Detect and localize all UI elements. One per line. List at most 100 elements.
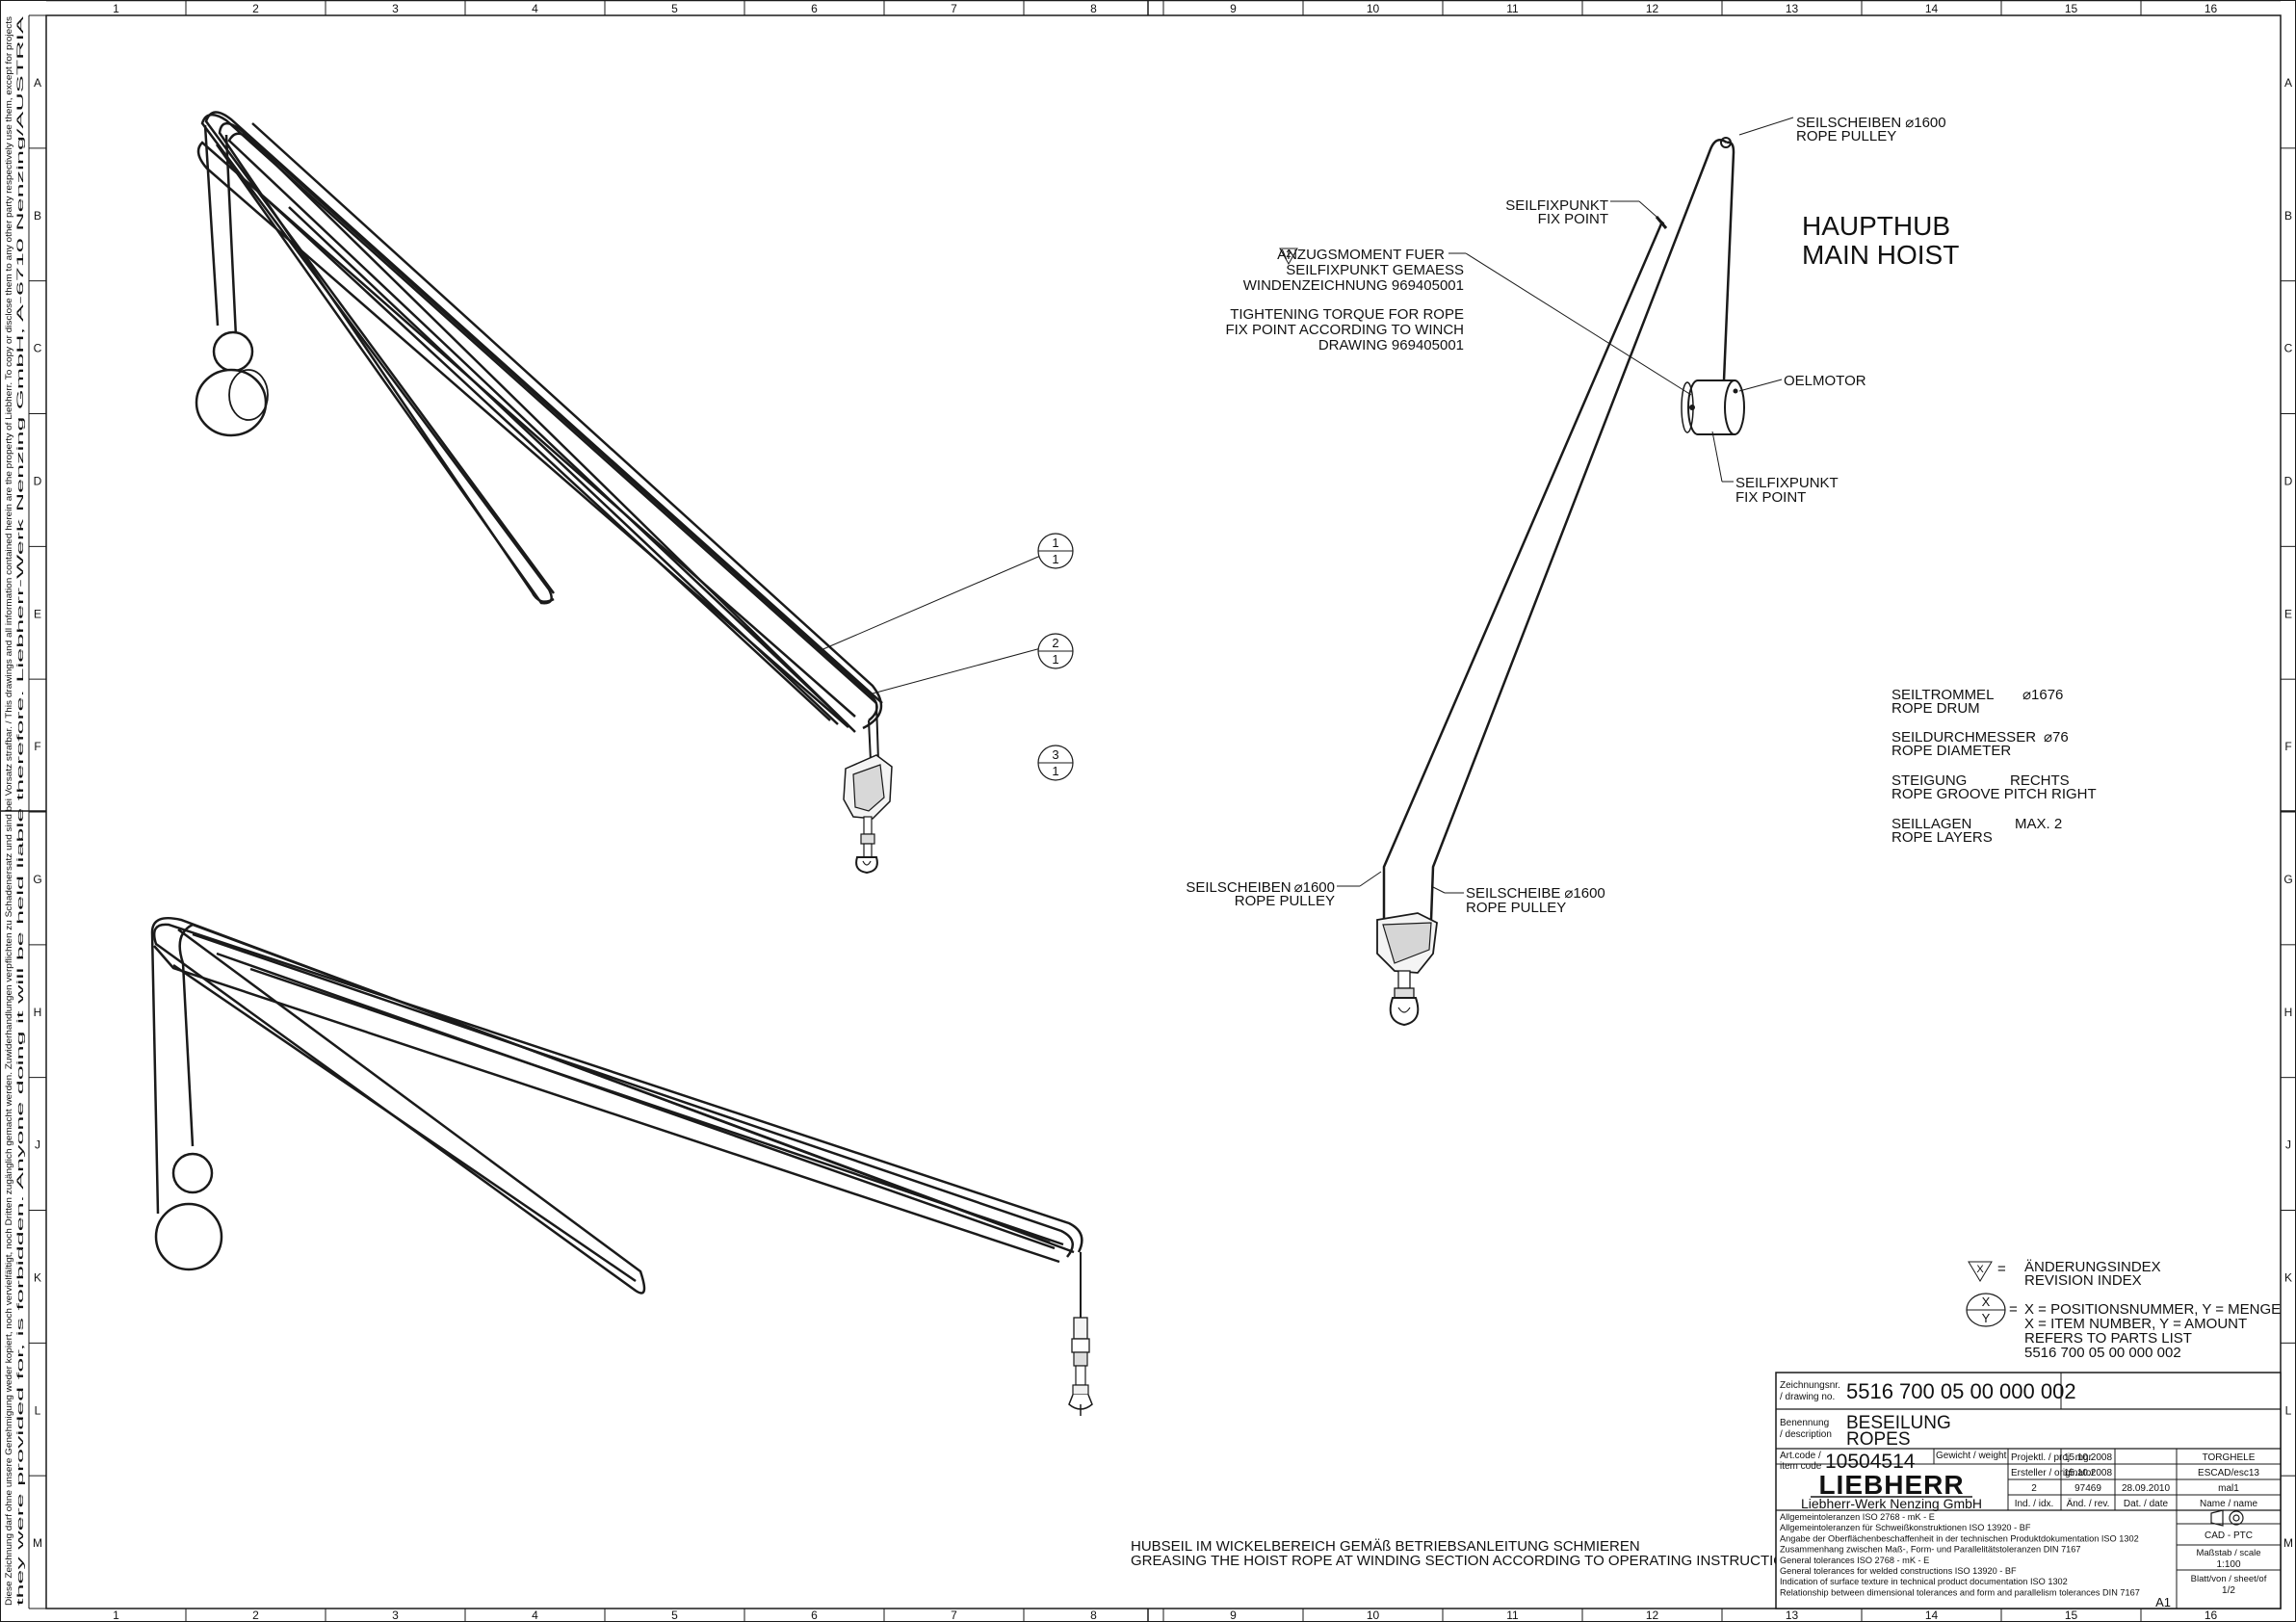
column-label: 13 [1786, 1609, 1799, 1622]
tb-drawing-no: 5516 700 05 00 000 002 [1846, 1379, 2076, 1403]
label-pulley-left-en: ROPE PULLEY [1235, 893, 1335, 909]
spec-diam-dim: ⌀76 [2044, 729, 2069, 746]
column-label: 14 [1925, 2, 1939, 15]
tb-scale-label: Maßstab / scale [2196, 1548, 2260, 1558]
row-label: E [2284, 607, 2292, 620]
column-label: 6 [811, 2, 818, 15]
torque-marker: 2 [1286, 249, 1292, 260]
diameter-icon: ⌀ [2044, 729, 2052, 746]
tb-sheet: 1/2 [2222, 1585, 2235, 1596]
legend-rev-de: ÄNDERUNGSINDEX [2024, 1259, 2161, 1275]
row-label: M [2283, 1536, 2293, 1550]
spec-diam-de: SEILDURCHMESSER [1892, 729, 2036, 746]
tb-format: A1 [2155, 1595, 2171, 1609]
label-fixpoint-top-de: SEILFIXPUNKT [1505, 197, 1608, 214]
label-fixpoint-drum-de: SEILFIXPUNKT [1735, 475, 1839, 491]
row-label: J [2285, 1138, 2291, 1152]
tb-tolerances: Allgemeintoleranzen ISO 2768 - mK - EAll… [1780, 1512, 2140, 1597]
drawing-labels: SEILSCHEIBEN⌀1600 ROPE PULLEY SEILFIXPUN… [1186, 115, 1945, 916]
balloon-1-item: 1 [1052, 536, 1058, 550]
legend-item-y: Y [1982, 1311, 1991, 1325]
revision-triangle-icon: X [1968, 1261, 1993, 1282]
balloon-2: 2 1 [1037, 633, 1074, 669]
row-label: M [33, 1536, 42, 1550]
column-label: 1 [113, 1609, 119, 1622]
tb-cad: CAD - PTC [2205, 1530, 2253, 1541]
tb-art-label-2: item code [1780, 1461, 1822, 1472]
spec-pitch-de: STEIGUNG [1892, 772, 1967, 789]
row-label: G [33, 873, 41, 886]
spec-drum-de: SEILTROMMEL [1892, 687, 1994, 703]
legend-item-x: X [1982, 1295, 1991, 1309]
tb-scale: 1:100 [2216, 1559, 2240, 1570]
tb-rev-index: 2 [2031, 1483, 2037, 1494]
row-label: C [2284, 342, 2293, 355]
note-de: HUBSEIL IM WICKELBEREICH GEMÄß BETRIEBSA… [1131, 1538, 1640, 1555]
tb-proj-name: TORGHELE [2203, 1452, 2256, 1463]
spec-layers-de: SEILLAGEN [1892, 816, 1971, 832]
row-label: L [2285, 1403, 2292, 1417]
balloon-2-qty: 1 [1052, 652, 1058, 667]
tb-proj-label: Projektl. / proj. mgr. [2011, 1452, 2094, 1463]
row-label: K [34, 1270, 41, 1284]
rope-view-main-hoist [1376, 137, 1745, 1027]
column-label: 8 [1090, 1609, 1097, 1622]
row-label: H [34, 1006, 42, 1019]
row-label: L [35, 1403, 41, 1417]
label-pulley-right-de: SEILSCHEIBE⌀1600 [1466, 885, 1605, 902]
row-label: F [34, 740, 40, 753]
symbol-legend: X = ÄNDERUNGSINDEX REVISION INDEX X Y = … [1966, 1259, 2281, 1361]
column-label: 3 [392, 1609, 399, 1622]
column-label: 12 [1646, 2, 1659, 15]
column-label: 15 [2065, 1609, 2078, 1622]
spec-drum-dim: ⌀1676 [2022, 687, 2063, 703]
tb-desc-label-2: / description [1780, 1429, 1832, 1440]
title-en: MAIN HOIST [1802, 240, 1959, 270]
copyright-notice-2: they were provided for, is forbidden. An… [15, 14, 26, 1606]
tb-orig-label: Ersteller / originator [2011, 1468, 2095, 1478]
tb-orig-date: 15.10.2008 [2064, 1468, 2112, 1478]
tb-hdr-date: Dat. / date [2124, 1499, 2169, 1509]
column-label: 2 [252, 2, 259, 15]
tb-art-code: 10504514 [1825, 1451, 1916, 1473]
revision-triangle-icon: 2 [1279, 248, 1298, 266]
spec-layers-en: ROPE LAYERS [1892, 829, 1993, 846]
spec-pitch-en: ROPE GROOVE PITCH [1892, 786, 2048, 802]
label-fixpoint-top-en: FIX POINT [1538, 211, 1608, 227]
diameter-icon: ⌀ [1564, 885, 1573, 902]
rope-view-upper-left [195, 111, 893, 874]
tb-art-label-1: Art.code / [1780, 1451, 1821, 1461]
column-label: 13 [1786, 2, 1799, 15]
diameter-icon: ⌀ [1905, 115, 1914, 131]
column-label: 10 [1367, 2, 1380, 15]
legend-rev-eq: = [1997, 1261, 2006, 1277]
column-label: 2 [252, 1609, 259, 1622]
column-label: 9 [1230, 2, 1237, 15]
legend-refers: REFERS TO PARTS LIST [2024, 1330, 2192, 1347]
column-label: 8 [1090, 2, 1097, 15]
tolerance-line: Zusammenhang zwischen Maß-, Form- und Pa… [1780, 1545, 2081, 1555]
title-de: HAUPTHUB [1802, 211, 1950, 241]
spec-pitch-en-val: RIGHT [2051, 786, 2097, 802]
column-label: 7 [951, 2, 957, 15]
tolerance-line: Relationship between dimensional toleran… [1780, 1587, 2140, 1597]
label-fixpoint-drum-en: FIX POINT [1735, 489, 1806, 506]
column-label: 11 [1506, 2, 1519, 15]
tb-hdr-index: Ind. / idx. [2015, 1499, 2054, 1509]
column-label: 6 [811, 1609, 818, 1622]
row-label: A [2284, 76, 2292, 90]
column-label: 16 [2205, 1609, 2218, 1622]
column-label: 5 [671, 1609, 678, 1622]
item-balloons: 1 1 2 1 3 1 [1037, 533, 1074, 781]
view-title: HAUPTHUB MAIN HOIST [1802, 211, 1959, 270]
tb-drawing-no-label-1: Zeichnungsnr. [1780, 1380, 1840, 1391]
row-label: B [2284, 209, 2292, 222]
column-label: 15 [2065, 2, 2078, 15]
legend-rev-symbol: X [1976, 1264, 1984, 1275]
column-label: 4 [532, 1609, 538, 1622]
tb-rev-name: mal1 [2218, 1483, 2239, 1494]
